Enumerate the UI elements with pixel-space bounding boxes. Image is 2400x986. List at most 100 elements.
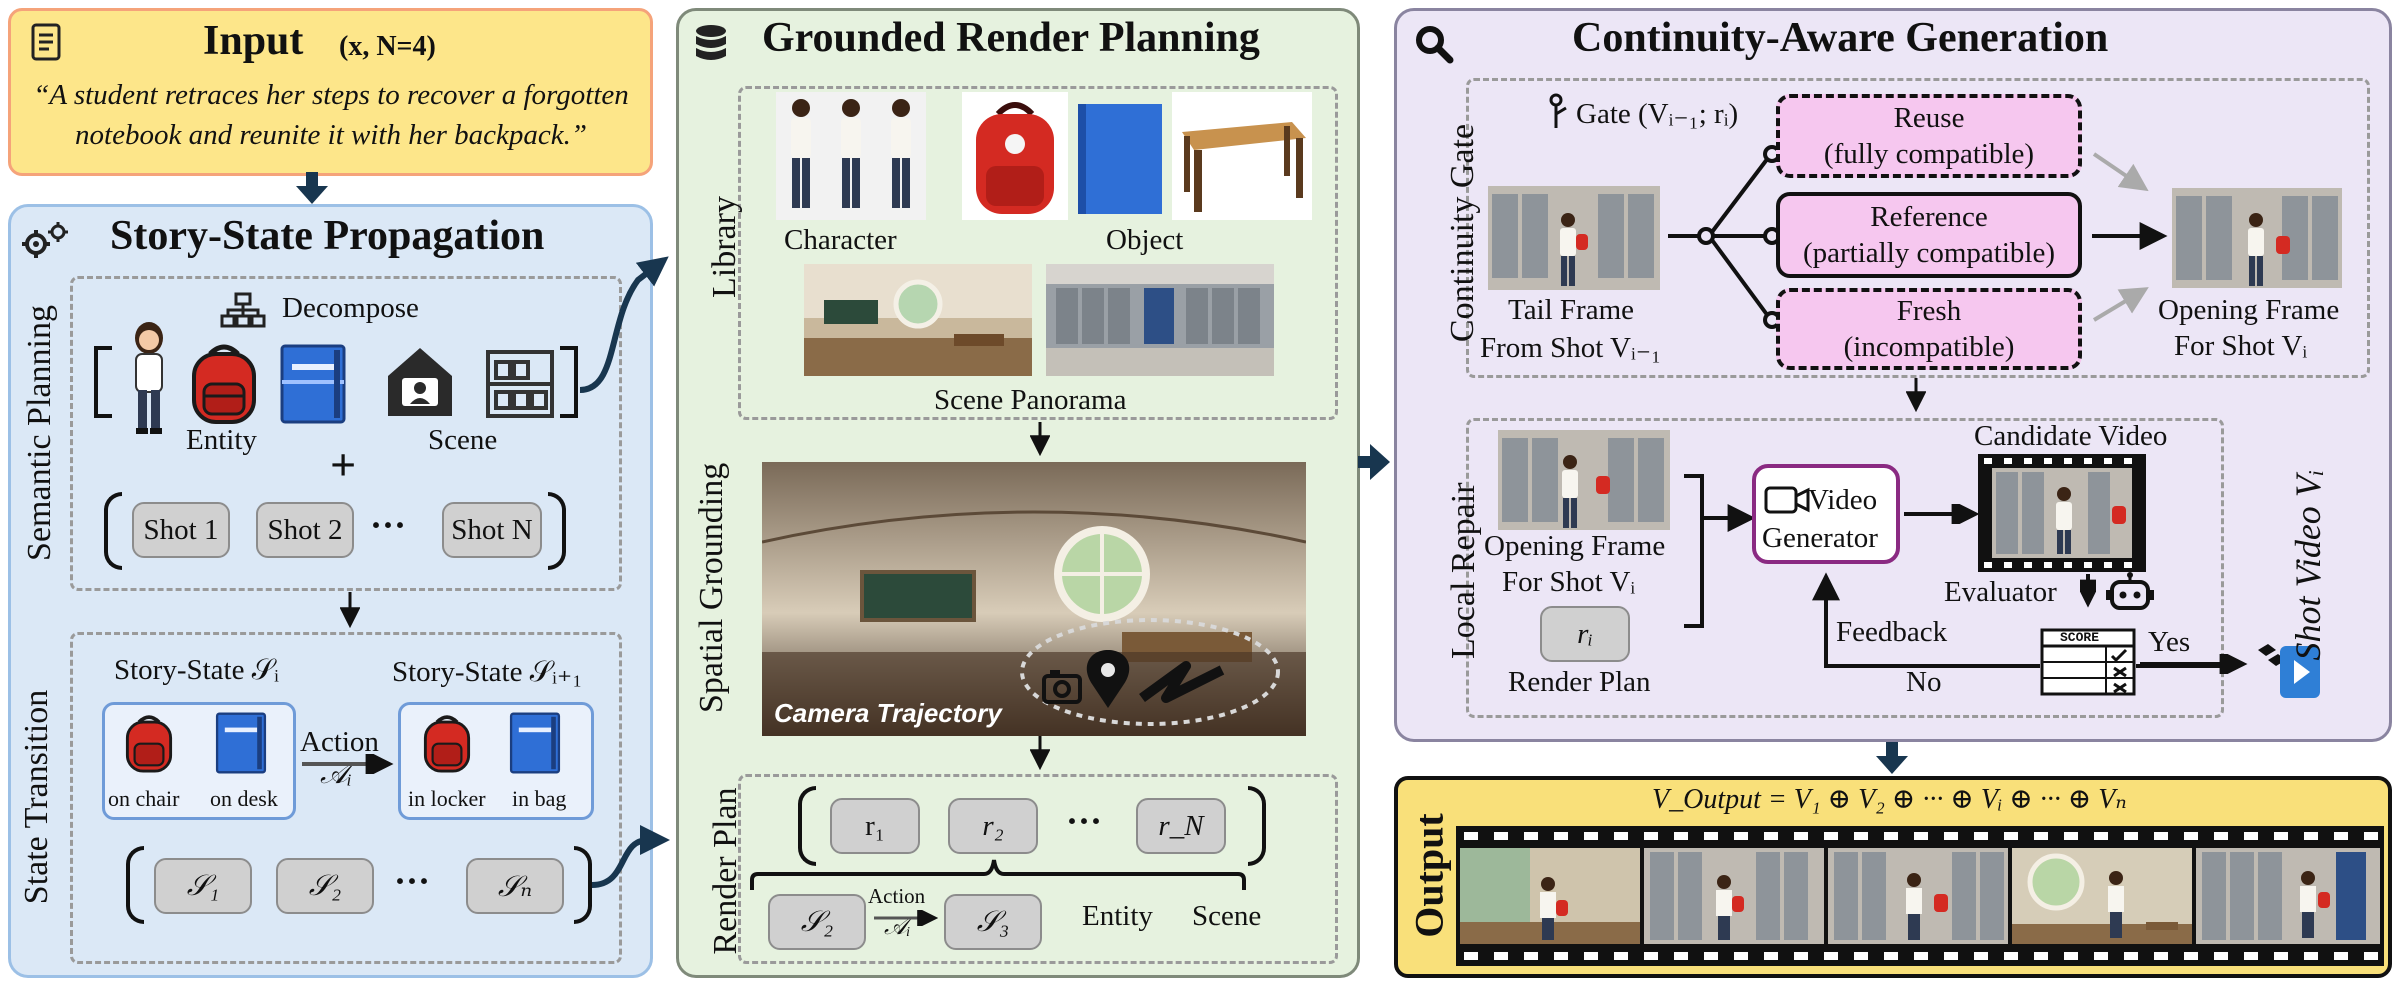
plans-bracket-right bbox=[1248, 786, 1266, 866]
reference-sub: (partially compatible) bbox=[1802, 237, 2056, 269]
input-quote-line2: notebook and reunite it with her backpac… bbox=[75, 119, 587, 151]
plans-bracket-left bbox=[798, 786, 816, 866]
library-box bbox=[738, 86, 1338, 420]
action-arrow bbox=[302, 754, 394, 774]
score-label: SCORE bbox=[2060, 630, 2100, 645]
output-filmstrip bbox=[1456, 826, 2384, 966]
repair-opening-label-1: Opening Frame bbox=[1484, 530, 1666, 562]
reuse-box: Reuse (fully compatible) bbox=[1776, 94, 2082, 178]
opening-frame-image bbox=[2172, 188, 2342, 288]
no-label: No bbox=[1906, 666, 1942, 698]
camera-trajectory-image bbox=[762, 462, 1306, 736]
render-plan-box bbox=[738, 774, 1338, 964]
search-icon bbox=[1416, 26, 1454, 64]
story-state-title: Story-State Propagation bbox=[110, 213, 545, 259]
state-n: 𝒮ₙ bbox=[466, 858, 564, 914]
character-label: Character bbox=[784, 224, 897, 256]
repair-opening-frame-image bbox=[1498, 430, 1670, 530]
semantic-planning-label: Semantic Planning bbox=[21, 305, 58, 561]
semantic-to-state-arrow bbox=[340, 592, 360, 629]
in-bag-label: in bag bbox=[512, 786, 567, 811]
state-2: 𝒮₂ bbox=[276, 858, 374, 914]
gears-icon bbox=[22, 222, 68, 258]
local-repair-box bbox=[1466, 418, 2224, 718]
plan-action-arrow bbox=[874, 910, 939, 926]
state-1: 𝒮₁ bbox=[154, 858, 252, 914]
tail-frame-label-2: From Shot Vᵢ₋₁ bbox=[1480, 332, 1662, 364]
reference-label: Reference bbox=[1870, 200, 1988, 233]
score-card-icon bbox=[2040, 628, 2136, 696]
plan-r1: r₁ bbox=[830, 798, 920, 854]
states-ellipsis: ··· bbox=[394, 861, 431, 901]
render-planning-title: Grounded Render Planning bbox=[762, 15, 1260, 61]
backpack-small-icon-2 bbox=[423, 715, 471, 773]
repair-input-bracket bbox=[1684, 474, 1756, 628]
continuity-gate-label: Continuity Gate bbox=[1444, 123, 1481, 343]
fresh-sub: (incompatible) bbox=[1843, 331, 2015, 363]
plan-s2: 𝒮₂ bbox=[768, 894, 866, 950]
reuse-label: Reuse bbox=[1893, 101, 1965, 134]
object-label: Object bbox=[1106, 224, 1184, 256]
scene-label: Scene bbox=[428, 424, 498, 456]
render-plan-label: Render Plan bbox=[707, 787, 744, 955]
panorama-hallway-image bbox=[1046, 264, 1274, 376]
states-bracket-left bbox=[126, 846, 144, 924]
decompose-label: Decompose bbox=[282, 292, 419, 324]
on-desk-label: on desk bbox=[210, 786, 278, 811]
object-notebook-image bbox=[1078, 104, 1162, 214]
notebook-small-icon-2 bbox=[509, 712, 561, 774]
feedback-label: Feedback bbox=[1836, 616, 1948, 648]
entity-label: Entity bbox=[186, 424, 257, 456]
notebook-icon bbox=[280, 344, 346, 424]
shots-ellipsis: ··· bbox=[370, 505, 407, 545]
scene-panorama-label: Scene Panorama bbox=[934, 384, 1127, 416]
yes-arrow bbox=[2140, 654, 2248, 674]
opening-frame-label-1: Opening Frame bbox=[2158, 294, 2340, 326]
candidate-video-label: Candidate Video bbox=[1974, 420, 2168, 452]
repair-opening-label-2: For Shot Vᵢ bbox=[1502, 566, 1636, 598]
plan-action-label: Action bbox=[868, 884, 926, 908]
video-player-icon bbox=[2258, 644, 2320, 698]
shots-bracket-left bbox=[104, 492, 122, 570]
video-label: Video bbox=[1808, 484, 1878, 516]
gate-output-arrows bbox=[2092, 152, 2168, 322]
candidate-video-filmstrip bbox=[1978, 454, 2146, 572]
hierarchy-icon bbox=[220, 292, 266, 328]
state-transition-label: State Transition bbox=[18, 689, 55, 905]
plan-scene-label: Scene bbox=[1192, 900, 1262, 932]
backpack-small-icon bbox=[125, 715, 173, 773]
student-icon bbox=[135, 322, 163, 434]
video-generator-box bbox=[1752, 464, 1900, 564]
database-icon bbox=[696, 25, 726, 60]
output-formula: V_Output = V₁ ⊕ V₂ ⊕ ··· ⊕ Vᵢ ⊕ ··· ⊕ Vₙ bbox=[1652, 784, 2127, 815]
tail-frame-image bbox=[1488, 186, 1660, 290]
document-icon bbox=[31, 23, 61, 61]
generation-to-output-arrow bbox=[1876, 742, 1908, 774]
reuse-sub: (fully compatible) bbox=[1823, 138, 2035, 170]
library-to-grounding-arrow bbox=[1030, 422, 1050, 457]
input-title: Input bbox=[203, 18, 304, 64]
evaluator-label: Evaluator bbox=[1944, 576, 2057, 608]
local-repair-label: Local Repair bbox=[1445, 482, 1482, 659]
plans-ellipsis: ··· bbox=[1066, 801, 1103, 841]
render-to-generation-arrow bbox=[1358, 444, 1390, 480]
scene-icon bbox=[388, 348, 452, 416]
shots-bracket-right bbox=[548, 492, 566, 570]
backpack-icon bbox=[192, 344, 256, 424]
grounding-to-plan-arrow bbox=[1030, 736, 1050, 771]
fresh-box: Fresh (incompatible) bbox=[1776, 288, 2082, 370]
gate-to-repair-arrow bbox=[1906, 378, 1926, 413]
robot-icon bbox=[2106, 572, 2154, 610]
camera-trajectory-label: Camera Trajectory bbox=[774, 698, 1002, 728]
shot-n: Shot N bbox=[442, 502, 542, 558]
evaluator-arrow bbox=[2080, 574, 2096, 608]
character-sheet-image bbox=[776, 92, 926, 220]
input-params: (x, N=4) bbox=[339, 31, 436, 62]
action-label: Action bbox=[300, 726, 379, 758]
shot-1: Shot 1 bbox=[132, 502, 230, 558]
gate-label: Gate (Vᵢ₋₁; rᵢ) bbox=[1576, 98, 1739, 130]
story-state-i-label: Story-State 𝒮ᵢ bbox=[114, 654, 279, 686]
opening-frame-label-2: For Shot Vᵢ bbox=[2174, 330, 2308, 362]
r2-expand-brace bbox=[750, 859, 1246, 890]
yes-label: Yes bbox=[2148, 626, 2191, 658]
